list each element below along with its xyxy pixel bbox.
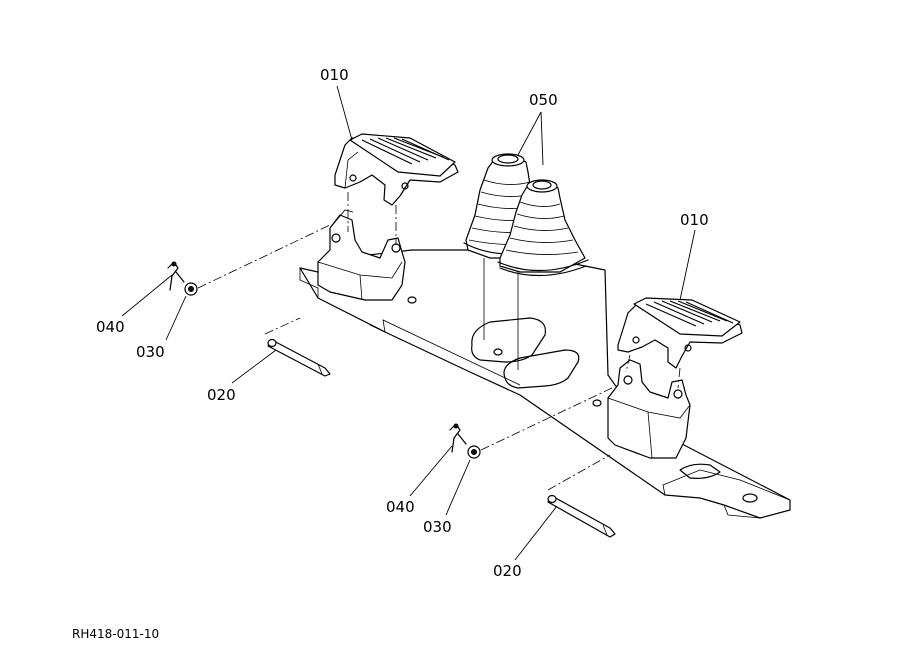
callout-030-left: 030 (136, 343, 165, 361)
callout-010-left: 010 (320, 66, 349, 84)
pin-left (264, 317, 331, 377)
left-pedal-tread (361, 137, 450, 165)
right-pedal-tread (645, 300, 734, 327)
callout-040-left: 040 (96, 318, 125, 336)
callout-020-right: 020 (493, 562, 522, 580)
callout-030-right: 030 (423, 518, 452, 536)
left-pedal-bracket (317, 209, 406, 301)
drawing-code: RH418-011-10 (72, 627, 159, 641)
right-pedal-bracket (607, 359, 691, 459)
boot-front (483, 179, 589, 370)
callout-010-right: 010 (680, 211, 709, 229)
washer-left (184, 224, 331, 296)
right-pedal (617, 297, 743, 389)
leader-lines (121, 85, 696, 561)
callout-050: 050 (529, 91, 558, 109)
callout-020-left: 020 (207, 386, 236, 404)
pin-right (547, 454, 616, 538)
clip-right (449, 423, 467, 453)
washer-right (467, 387, 613, 459)
left-pedal (334, 133, 459, 245)
callout-040-right: 040 (386, 498, 415, 516)
clip-left (167, 261, 185, 291)
